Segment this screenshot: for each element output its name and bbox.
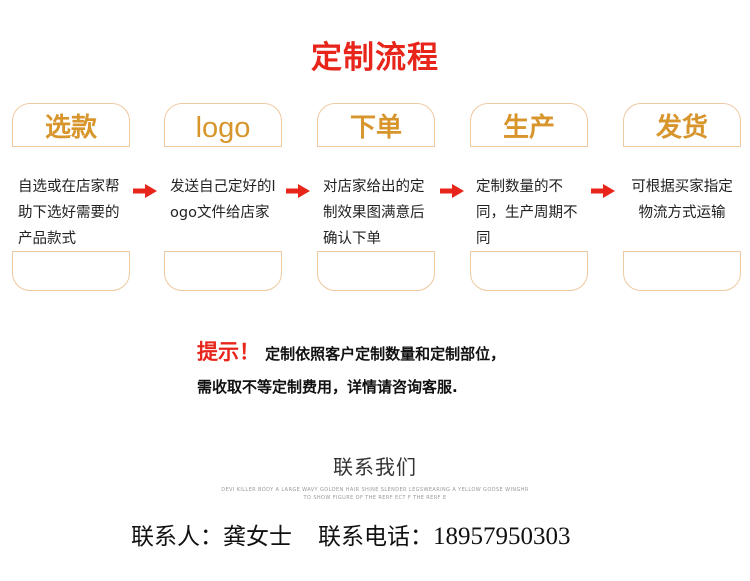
step-description: 可根据买家指定物流方式运输 xyxy=(631,179,733,221)
step-description: 自选或在店家帮助下选好需要的产品款式 xyxy=(18,179,120,247)
step-card-order: 下单 对店家给出的定制效果图满意后确认下单 xyxy=(317,103,435,291)
step-card-shipping: 发货 可根据买家指定物流方式运输 xyxy=(623,103,741,291)
page-title: 定制流程 xyxy=(311,40,439,76)
step-body: 定制数量的不同，生产周期不同 xyxy=(470,146,588,252)
contact-info: 联系人：龚女士联系电话：18957950303 xyxy=(131,517,571,551)
tip-label: 提示！ xyxy=(197,340,260,364)
tip-note: 提示！ 定制依照客户定制数量和定制部位， xyxy=(197,336,505,366)
tip-text-line1: 定制依照客户定制数量和定制部位， xyxy=(265,345,506,363)
step-heading: 生产 xyxy=(502,113,555,143)
arrow-right-icon xyxy=(440,184,464,198)
decorative-caption-line1: DEVI KILLER BODY A LARGE WAVY GOLDEN HAI… xyxy=(221,487,529,493)
step-description: 对店家给出的定制效果图满意后确认下单 xyxy=(323,179,425,247)
step-heading: 发货 xyxy=(655,113,708,143)
tip-text-line2: 需收取不等定制费用，详情请咨询客服. xyxy=(197,378,458,396)
step-card-select: 选款 自选或在店家帮助下选好需要的产品款式 xyxy=(12,103,130,291)
contact-person-name: 龚女士 xyxy=(223,524,292,550)
contact-person-label: 联系人： xyxy=(131,524,223,550)
step-heading: 下单 xyxy=(349,113,402,143)
step-description: 发送自己定好的logo文件给店家 xyxy=(170,179,276,221)
step-body: 发送自己定好的logo文件给店家 xyxy=(164,146,282,252)
step-body: 可根据买家指定物流方式运输 xyxy=(623,146,741,252)
arrow-right-icon xyxy=(591,184,615,198)
step-description: 定制数量的不同，生产周期不同 xyxy=(476,179,578,247)
arrow-right-icon xyxy=(133,184,157,198)
contact-heading: 联系我们 xyxy=(333,455,417,479)
step-card-production: 生产 定制数量的不同，生产周期不同 xyxy=(470,103,588,291)
arrow-right-icon xyxy=(286,184,310,198)
step-body: 对店家给出的定制效果图满意后确认下单 xyxy=(317,146,435,252)
decorative-caption-line2: TO SHOW FIGURE OF THE RERF ECT F THE RER… xyxy=(303,495,447,501)
contact-phone-number: 18957950303 xyxy=(433,523,571,550)
process-steps: 选款 自选或在店家帮助下选好需要的产品款式 logo 发送自己定好的logo文件… xyxy=(12,103,741,291)
contact-phone-label: 联系电话： xyxy=(318,524,433,550)
step-heading: 选款 xyxy=(44,113,97,143)
step-heading: logo xyxy=(195,112,251,144)
step-card-logo: logo 发送自己定好的logo文件给店家 xyxy=(164,103,282,291)
step-body: 自选或在店家帮助下选好需要的产品款式 xyxy=(12,146,130,252)
